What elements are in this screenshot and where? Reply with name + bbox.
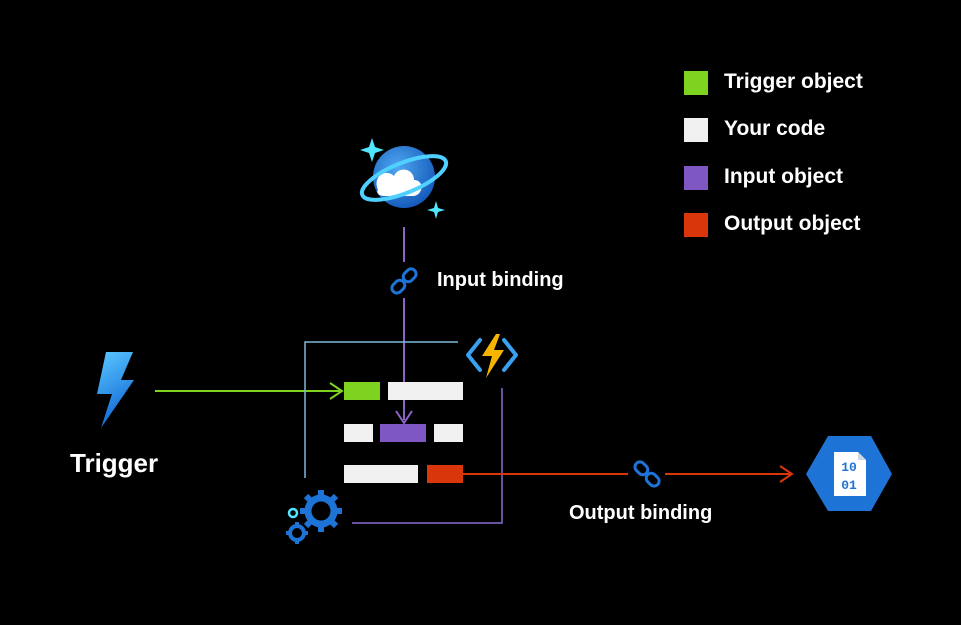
- legend-label: Trigger object: [724, 70, 863, 93]
- code-block: [344, 424, 373, 442]
- legend-label: Output object: [724, 212, 861, 235]
- azure-functions-icon: [466, 334, 518, 378]
- input-binding-label: Input binding: [437, 269, 564, 291]
- output-object-block: [427, 465, 463, 483]
- gears-icon: [286, 490, 342, 544]
- cosmos-db-planet-icon: [359, 138, 449, 219]
- output-binding-label: Output binding: [569, 502, 713, 524]
- lightning-bolt-icon: [97, 352, 134, 428]
- blob-storage-binary-icon: 10 01: [806, 436, 892, 511]
- function-frame: [304, 341, 503, 524]
- chain-link-icon: [390, 267, 418, 295]
- code-block: [434, 424, 463, 442]
- legend-swatch: [684, 71, 708, 95]
- storage-binary-line-1: 10: [841, 460, 857, 475]
- trigger-object-block: [344, 382, 380, 400]
- storage-binary-line-2: 01: [841, 478, 857, 493]
- code-blocks: [344, 382, 463, 483]
- code-block: [388, 382, 463, 400]
- legend-swatch: [684, 166, 708, 190]
- trigger-arrow: [155, 382, 344, 400]
- trigger-label: Trigger: [70, 448, 159, 478]
- legend-label: Input object: [724, 165, 843, 188]
- code-block: [344, 465, 418, 483]
- input-object-block: [380, 424, 426, 442]
- output-binding-arrow: [463, 465, 794, 483]
- legend-swatch: [684, 213, 708, 237]
- legend-label: Your code: [724, 117, 826, 140]
- legend-swatch: [684, 118, 708, 142]
- chain-link-icon: [633, 460, 661, 488]
